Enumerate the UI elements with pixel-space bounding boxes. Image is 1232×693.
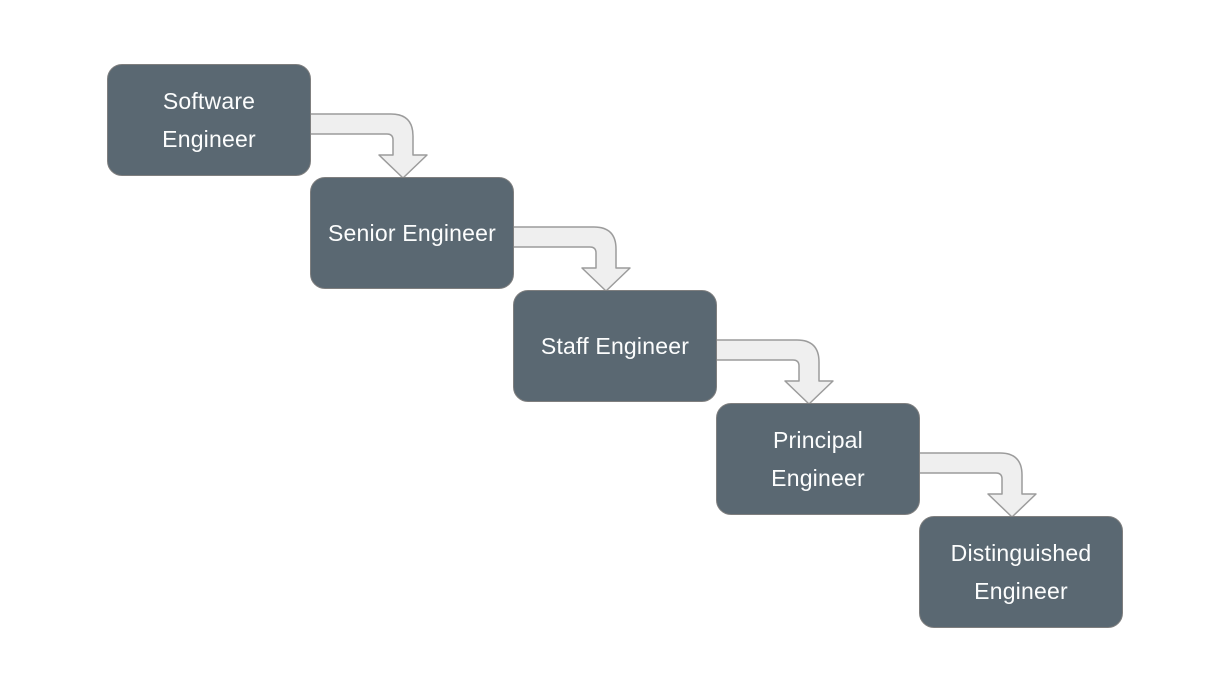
connector-arrow-3 [715, 339, 834, 405]
node-label: Distinguished Engineer [950, 540, 1092, 604]
node-principal-engineer: Principal Engineer [716, 403, 920, 515]
node-label: Senior Engineer [328, 220, 496, 246]
node-senior-engineer: Senior Engineer [310, 177, 514, 289]
node-label: Principal Engineer [771, 427, 865, 491]
node-label: Staff Engineer [540, 333, 690, 359]
connector-arrow-4 [918, 452, 1037, 518]
node-distinguished-engineer: Distinguished Engineer [919, 516, 1123, 628]
connector-arrow-1 [309, 113, 428, 179]
node-label: Software Engineer [162, 88, 256, 152]
connector-arrow-2 [512, 226, 631, 292]
node-staff-engineer: Staff Engineer [513, 290, 717, 402]
node-software-engineer: Software Engineer [107, 64, 311, 176]
